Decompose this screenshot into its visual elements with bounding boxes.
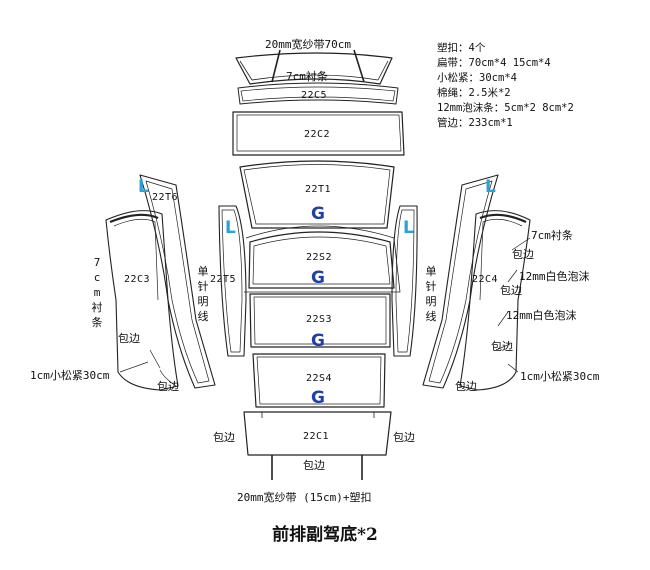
label-top-gauze-strap: 20mm宽纱带70cm [265,38,351,51]
spec-line: 小松紧：30cm*4 [437,72,517,84]
piece-right-tall-outline [422,174,499,389]
marker-l-left-strip: L [225,218,236,238]
label-elastic-right: 1cm小松紧30cm [520,370,600,383]
label-bottom-gauze-strap: 20mm宽纱带 (15cm)+塑扣 [237,491,372,504]
label-foam-upper: 12mm白色泡沫 [519,270,590,283]
piece-22t6-outline [139,174,216,389]
piece-22c1-outline [243,411,392,456]
piece-22c1-code: 22C1 [303,431,330,442]
piece-22c5-code: 22C5 [301,90,328,101]
piece-22s2-code: 22S2 [306,252,333,263]
piece-22c2-outline [232,111,405,156]
piece-22c3-outline [105,210,179,391]
marker-g-s4: G [311,388,325,408]
diagram-title: 前排副驾底*2 [272,525,378,545]
spec-line: 管边：233cm*1 [437,117,513,129]
piece-22c4-code: 22C4 [472,274,499,285]
marker-g-s2: G [311,268,325,288]
label-lining-strip-top: 7cm衬条 [286,70,328,83]
piece-22c3-code: 22C3 [124,274,151,285]
label-hem-c1-right: 包边 [393,431,415,444]
label-hem-right-3: 包边 [491,340,513,353]
piece-22c2-code: 22C2 [304,129,331,140]
label-hem-right-1: 包边 [512,248,534,261]
piece-22c4-outline [459,210,531,391]
label-single-needle-right: 单针明线 [425,265,437,323]
marker-l-right-top: L [485,177,496,197]
piece-22s4-outline [252,353,386,408]
marker-l-left-top: L [138,177,149,197]
piece-22t5-code: 22T5 [210,274,237,285]
label-lining-strip-vertical: 7cm衬条 [91,256,103,329]
piece-22c5-outline [235,52,393,85]
label-hem-left-lower: 包边 [157,380,179,393]
piece-22s3-code: 22S3 [306,314,333,325]
label-lining-strip-right: 7cm衬条 [531,229,573,242]
piece-22t1-outline [239,160,395,229]
label-hem-right-lower: 包边 [455,380,477,393]
marker-l-right-strip: L [403,218,414,238]
marker-g-t1: G [311,204,325,224]
label-hem-right-2: 包边 [500,284,522,297]
piece-22t5-outline [218,205,247,357]
materials-spec-list: 塑扣：4个 扁带：70cm*4 15cm*4 小松紧：30cm*4 棉绳：2.5… [437,41,574,131]
piece-22s3-outline [249,293,391,348]
marker-g-s3: G [311,331,325,351]
piece-22s4-code: 22S4 [306,373,333,384]
spec-line: 棉绳：2.5米*2 [437,87,511,99]
piece-22t6-code: 22T6 [152,192,179,203]
spec-line: 扁带：70cm*4 15cm*4 [437,57,551,69]
spec-line: 塑扣：4个 [437,42,486,54]
label-elastic-left: 1cm小松紧30cm [30,369,110,382]
piece-22s2-outline [248,231,395,289]
piece-right-strip-outline [391,205,418,357]
label-hem-c1-bottom: 包边 [303,459,325,472]
piece-22t1-code: 22T1 [305,184,332,195]
label-hem-left-upper: 包边 [118,332,140,345]
label-single-needle-left: 单针明线 [197,265,209,323]
label-hem-c1-left: 包边 [213,431,235,444]
spec-line: 12mm泡沫条：5cm*2 8cm*2 [437,102,574,114]
piece-22c5-lower-band [237,82,399,105]
label-foam-lower: 12mm白色泡沫 [506,309,577,322]
